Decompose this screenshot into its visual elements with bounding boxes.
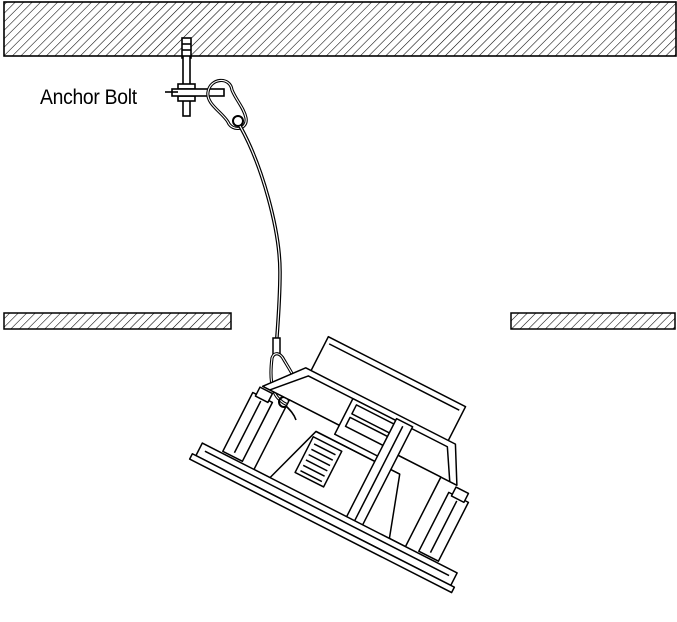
upper-carabiner [206, 78, 248, 130]
wire-to-speaker [285, 405, 297, 421]
anchor-bolt-label: Anchor Bolt [40, 86, 137, 109]
safety-wire [238, 125, 282, 355]
ceiling-panel-left [3, 312, 232, 330]
upper-slab [3, 1, 677, 57]
ceiling-speaker [188, 335, 470, 594]
anchor-bolt [171, 37, 225, 117]
ceiling-panel-right [510, 312, 676, 330]
